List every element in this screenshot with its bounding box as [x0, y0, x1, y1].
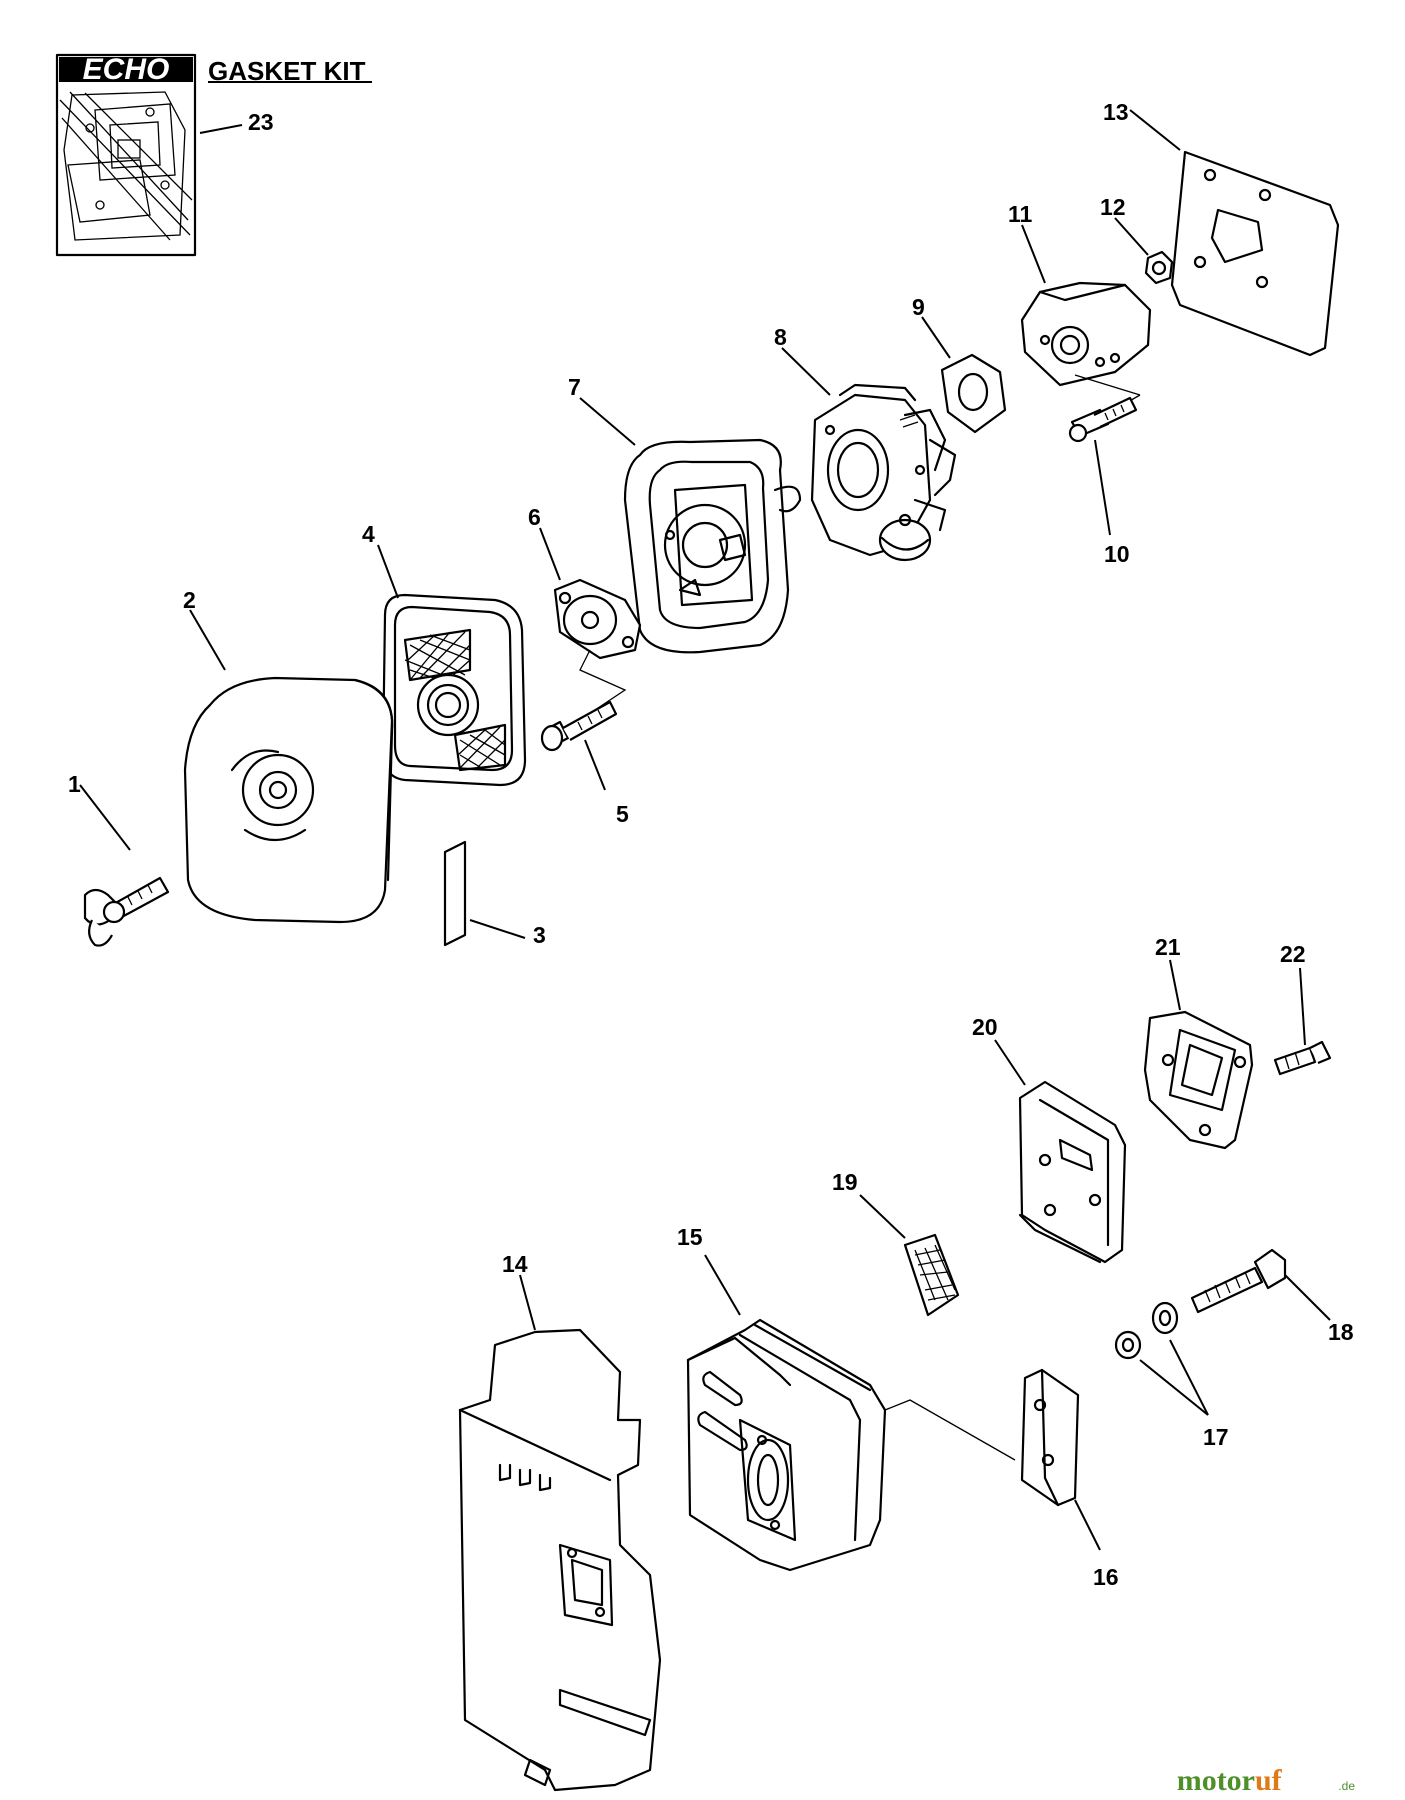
part-9-gasket	[940, 353, 1007, 434]
part-13-gasket	[1170, 150, 1340, 357]
part-11-insulator	[1020, 281, 1152, 387]
callout-19: 19	[832, 1169, 858, 1195]
callout-2: 2	[183, 587, 196, 613]
part-15-muffler	[686, 1318, 1016, 1572]
callout-20: 20	[972, 1014, 998, 1040]
part-16-plate	[1020, 1368, 1080, 1507]
leader-lines	[79, 109, 1331, 1551]
callout-12: 12	[1100, 194, 1126, 220]
part-14-heat-shield	[458, 1328, 662, 1792]
callout-11: 11	[1008, 201, 1033, 227]
part-5-screw	[540, 700, 618, 752]
callout-13: 13	[1103, 99, 1129, 125]
callout-9: 9	[912, 294, 925, 320]
watermark-uf: uf	[1255, 1764, 1283, 1797]
part-21-gasket	[1143, 1010, 1254, 1150]
gasket-kit-illustration	[59, 91, 193, 241]
part-20-muffler-plate	[1018, 1080, 1127, 1264]
part-17-washers	[1114, 1301, 1179, 1360]
callout-4: 4	[362, 521, 375, 547]
callout-numbers: 1 2 3 4 5 6 7 8 9 10 11 12 13 14 15 16 1…	[68, 99, 1354, 1590]
part-7-air-cleaner-base	[623, 438, 802, 654]
callout-6: 6	[528, 504, 541, 530]
part-19-spark-screen	[903, 1233, 960, 1317]
watermark-suffix: .de	[1338, 1779, 1355, 1793]
part-1-wing-bolt	[83, 876, 170, 947]
part-12-nut	[1144, 250, 1174, 285]
gasket-kit-title: GASKET KIT	[208, 56, 366, 86]
callout-18: 18	[1328, 1319, 1354, 1345]
callout-16: 16	[1093, 1564, 1119, 1590]
callout-15: 15	[677, 1224, 703, 1250]
part-10-bolt	[1068, 374, 1141, 443]
watermark-motor: motor	[1177, 1764, 1255, 1797]
part-4-filter-element	[381, 593, 527, 787]
echo-logo: ECHO	[83, 53, 170, 86]
callout-10: 10	[1104, 541, 1130, 567]
callout-17: 17	[1203, 1424, 1229, 1450]
part-18-long-bolt	[1190, 1248, 1287, 1314]
callout-8: 8	[774, 324, 787, 350]
callout-5: 5	[616, 801, 629, 827]
callout-14: 14	[502, 1251, 528, 1277]
gasket-kit-box: ECHO GASKET KIT	[55, 53, 372, 257]
callout-22: 22	[1280, 941, 1306, 967]
part-3-label	[443, 840, 467, 947]
part-22-bolt	[1273, 1040, 1332, 1076]
callout-1: 1	[68, 771, 81, 797]
part-6-breather	[553, 578, 642, 711]
callout-3: 3	[533, 922, 546, 948]
callout-7: 7	[568, 374, 581, 400]
part-2-air-cleaner-cover	[183, 676, 394, 924]
callout-21: 21	[1155, 934, 1181, 960]
part-8-carburetor	[810, 383, 957, 562]
callout-23: 23	[248, 109, 274, 135]
watermark: motor uf .de	[1177, 1764, 1356, 1797]
